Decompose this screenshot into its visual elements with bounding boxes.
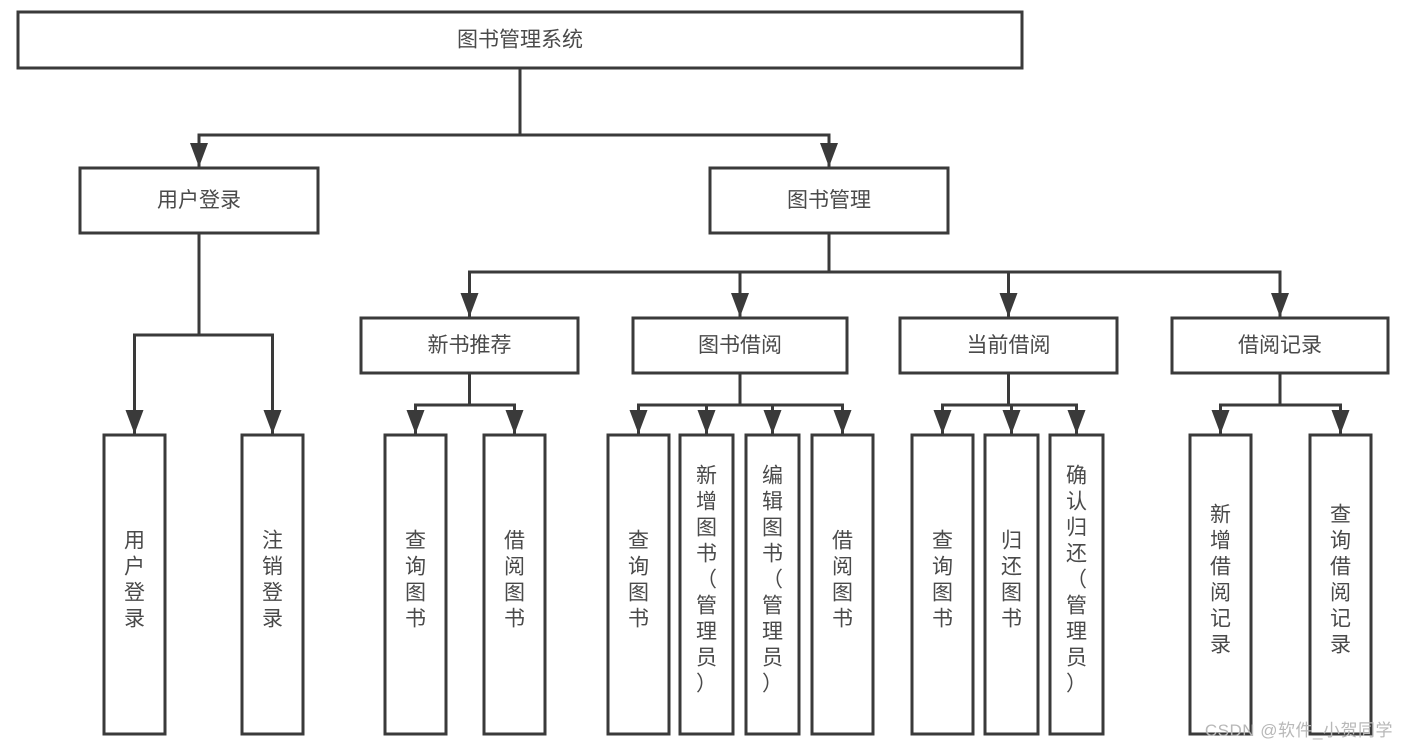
arrow-head-icon — [820, 143, 838, 167]
arrow-head-icon — [505, 410, 524, 434]
node-leaf-9-rect[interactable] — [983, 433, 1040, 736]
node-level3-0[interactable]: 新书推荐 — [359, 316, 580, 375]
arrow-head-icon — [999, 293, 1018, 317]
node-level2-1[interactable]: 图书管理 — [708, 166, 950, 235]
arrow-head-icon — [629, 410, 648, 434]
node-leaf-0[interactable]: 用户登录 — [102, 433, 167, 736]
node-level3-3-label: 借阅记录 — [1238, 334, 1322, 357]
arrow-head-icon — [190, 143, 208, 167]
node-leaf-7[interactable]: 借阅图书 — [810, 433, 875, 736]
arrow-head-icon — [1211, 410, 1230, 434]
node-leaf-1-label: 注销登录 — [262, 530, 283, 631]
node-leaf-8[interactable]: 查询图书 — [910, 433, 975, 736]
node-level3-0-label: 新书推荐 — [428, 334, 512, 357]
node-level2-0-rect[interactable] — [78, 166, 320, 235]
arrow-head-icon — [1067, 410, 1086, 434]
node-leaf-9[interactable]: 归还图书 — [983, 433, 1040, 736]
node-leaf-6[interactable]: 编辑图书（管理员） — [744, 433, 801, 736]
node-leaf-12-label: 查询借阅记录 — [1330, 504, 1351, 657]
node-level2-0-label: 用户登录 — [157, 189, 241, 212]
node-leaf-8-rect[interactable] — [910, 433, 975, 736]
node-level3-2[interactable]: 当前借阅 — [898, 316, 1119, 375]
arrow-head-icon — [460, 293, 479, 317]
node-level3-1[interactable]: 图书借阅 — [631, 316, 849, 375]
node-leaf-8-label: 查询图书 — [932, 530, 953, 631]
node-leaf-1[interactable]: 注销登录 — [240, 433, 305, 736]
node-level3-2-rect[interactable] — [898, 316, 1119, 375]
node-leaf-10-label: 确认归还（管理员） — [1066, 465, 1087, 696]
node-leaf-5-label: 新增图书（管理员） — [696, 465, 717, 696]
node-level2-1-label: 图书管理 — [787, 189, 871, 212]
node-level3-3-rect[interactable] — [1170, 316, 1390, 375]
arrow-head-icon — [833, 410, 852, 434]
arrow-head-icon — [263, 410, 282, 434]
arrow-head-icon — [125, 410, 144, 434]
node-leaf-11-rect[interactable] — [1188, 433, 1253, 736]
node-leaf-3[interactable]: 借阅图书 — [482, 433, 547, 736]
arrow-head-icon — [1271, 293, 1289, 317]
node-level2-1-rect[interactable] — [708, 166, 950, 235]
node-leaf-3-rect[interactable] — [482, 433, 547, 736]
arrow-head-icon — [731, 293, 749, 317]
node-leaf-4-label: 查询图书 — [628, 530, 649, 631]
node-leaf-4-rect[interactable] — [606, 433, 671, 736]
arrow-head-icon — [763, 410, 782, 434]
node-leaf-5-rect[interactable] — [678, 433, 735, 736]
node-leaf-5[interactable]: 新增图书（管理员） — [678, 433, 735, 736]
node-level3-3[interactable]: 借阅记录 — [1170, 316, 1390, 375]
arrow-head-icon — [1331, 410, 1350, 434]
node-leaf-1-rect[interactable] — [240, 433, 305, 736]
node-leaf-6-label: 编辑图书（管理员） — [762, 465, 783, 696]
node-leaf-12-rect[interactable] — [1308, 433, 1373, 736]
node-leaf-12[interactable]: 查询借阅记录 — [1308, 433, 1373, 736]
node-root-label: 图书管理系统 — [457, 29, 583, 52]
node-leaf-11[interactable]: 新增借阅记录 — [1188, 433, 1253, 736]
csdn-watermark: CSDN @软件_小贺同学 — [1204, 721, 1393, 740]
arrow-head-icon — [933, 410, 952, 434]
node-root[interactable]: 图书管理系统 — [16, 10, 1024, 70]
node-level2-0[interactable]: 用户登录 — [78, 166, 320, 235]
arrow-head-icon — [406, 410, 425, 434]
connector-layer — [125, 66, 1350, 435]
node-leaf-10[interactable]: 确认归还（管理员） — [1048, 433, 1105, 736]
node-leaf-2[interactable]: 查询图书 — [383, 433, 448, 736]
node-root-rect[interactable] — [16, 10, 1024, 70]
node-leaf-3-label: 借阅图书 — [504, 530, 525, 631]
node-level3-0-rect[interactable] — [359, 316, 580, 375]
node-leaf-6-rect[interactable] — [744, 433, 801, 736]
arrow-head-icon — [1002, 410, 1021, 434]
node-leaf-4[interactable]: 查询图书 — [606, 433, 671, 736]
node-level3-2-label: 当前借阅 — [967, 334, 1051, 357]
node-leaf-7-rect[interactable] — [810, 433, 875, 736]
node-level3-1-rect[interactable] — [631, 316, 849, 375]
arrow-head-icon — [697, 410, 716, 434]
node-leaf-2-label: 查询图书 — [405, 530, 426, 631]
node-leaf-0-rect[interactable] — [102, 433, 167, 736]
node-leaf-7-label: 借阅图书 — [832, 530, 853, 631]
node-level3-1-label: 图书借阅 — [698, 334, 782, 357]
node-layer: 图书管理系统用户登录图书管理新书推荐图书借阅当前借阅借阅记录用户登录注销登录查询… — [16, 10, 1390, 736]
node-leaf-11-label: 新增借阅记录 — [1210, 504, 1231, 657]
node-leaf-2-rect[interactable] — [383, 433, 448, 736]
node-leaf-9-label: 归还图书 — [1001, 530, 1022, 631]
node-leaf-0-label: 用户登录 — [124, 530, 145, 631]
node-leaf-10-rect[interactable] — [1048, 433, 1105, 736]
